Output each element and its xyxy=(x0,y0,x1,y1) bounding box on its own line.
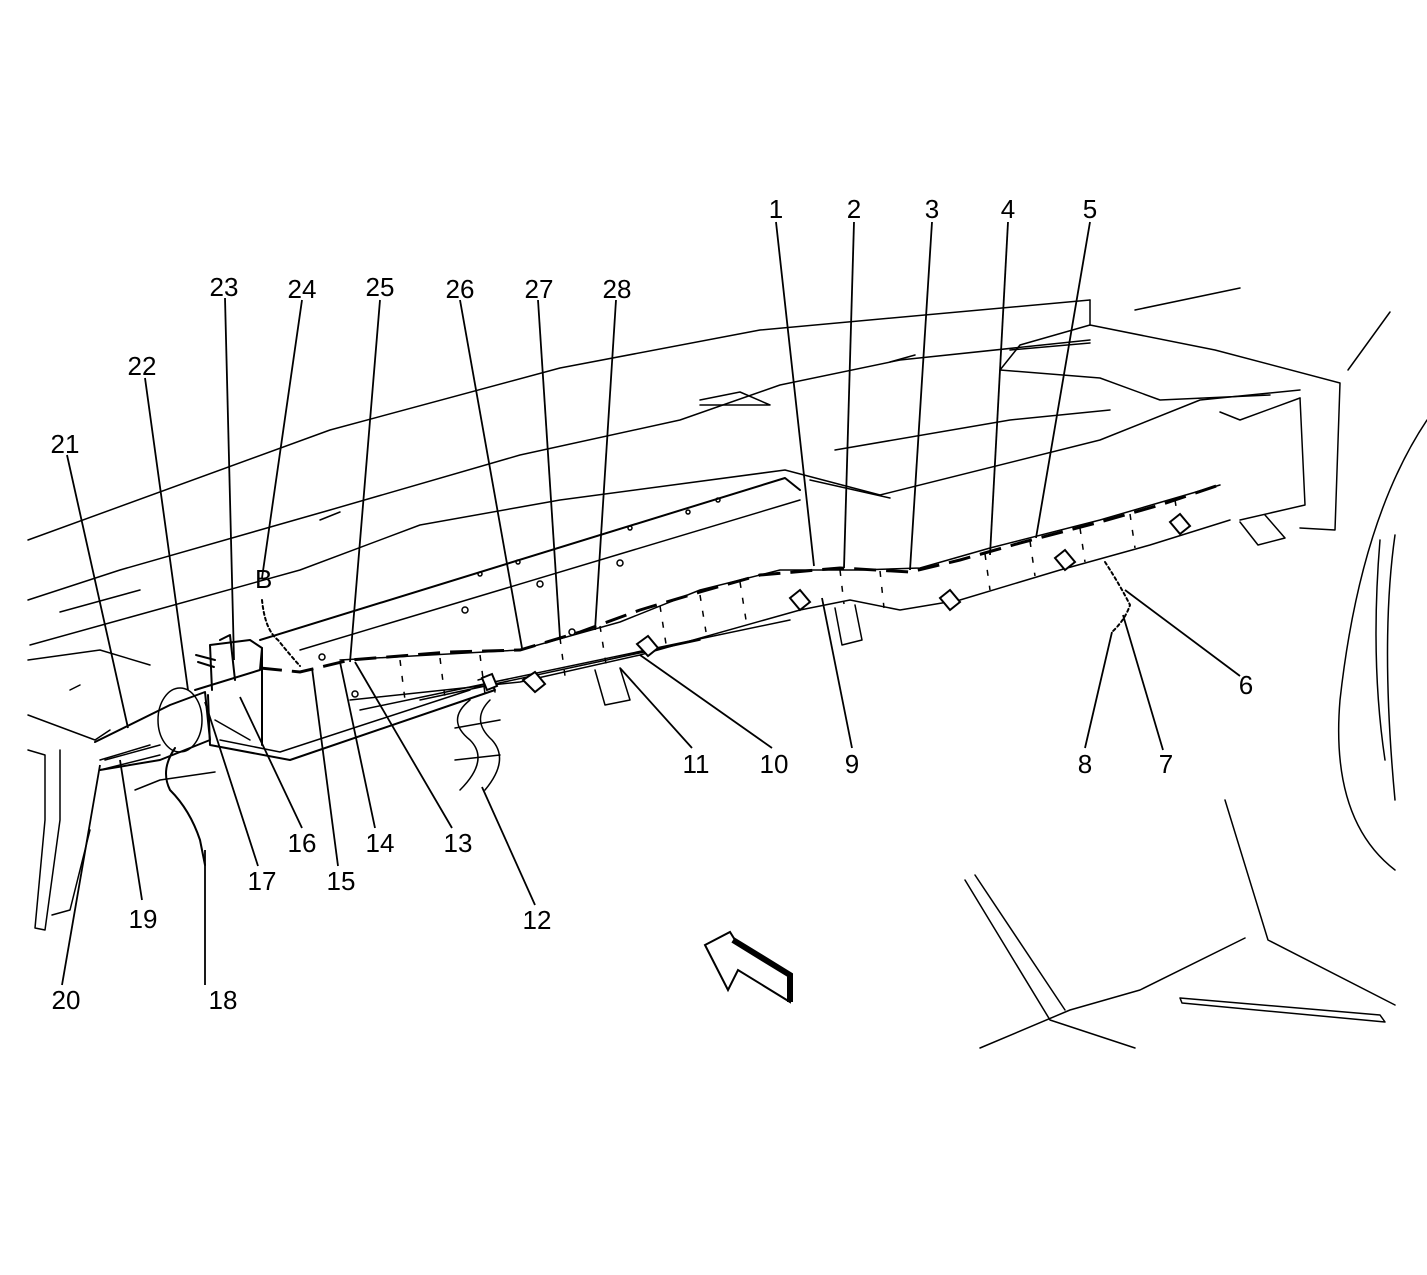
callout-4: 4 xyxy=(1001,194,1015,224)
harness-clips xyxy=(521,512,1192,694)
callout-26: 26 xyxy=(446,274,475,304)
vehicle-body-outline xyxy=(27,287,1427,1049)
callout-17: 17 xyxy=(248,866,277,896)
connector-b-mark: B xyxy=(255,564,272,594)
callout-23: 23 xyxy=(210,272,239,302)
callout-11: 11 xyxy=(683,749,710,779)
callout-8: 8 xyxy=(1078,749,1092,779)
callout-1: 1 xyxy=(769,194,783,224)
callout-10: 10 xyxy=(760,749,789,779)
callout-28: 28 xyxy=(603,274,632,304)
callout-21: 21 xyxy=(51,429,80,459)
pigtail-connector xyxy=(1104,561,1131,633)
callout-7: 7 xyxy=(1159,749,1173,779)
callout-5: 5 xyxy=(1083,194,1097,224)
harness-bracket xyxy=(94,634,499,866)
frame-holes xyxy=(318,497,721,698)
wiring-harness: B xyxy=(255,481,1286,791)
callout-6: 6 xyxy=(1239,670,1253,700)
callout-16: 16 xyxy=(288,828,317,858)
callout-14: 14 xyxy=(366,828,395,858)
callout-25: 25 xyxy=(366,272,395,302)
callout-18: 18 xyxy=(209,985,238,1015)
callout-12: 12 xyxy=(523,905,552,935)
callout-9: 9 xyxy=(845,749,859,779)
callout-20: 20 xyxy=(52,985,81,1015)
front-direction-arrow-icon xyxy=(703,930,794,1004)
callout-13: 13 xyxy=(444,828,473,858)
callout-24: 24 xyxy=(288,274,317,304)
callout-3: 3 xyxy=(925,194,939,224)
callout-leader-lines xyxy=(61,221,1241,986)
callout-2: 2 xyxy=(847,194,861,224)
callout-27: 27 xyxy=(525,274,554,304)
callout-labels: 1 2 3 4 5 6 7 8 9 10 11 12 13 14 15 16 1… xyxy=(51,194,1254,1015)
callout-15: 15 xyxy=(327,866,356,896)
callout-22: 22 xyxy=(128,351,157,381)
callout-19: 19 xyxy=(129,904,158,934)
